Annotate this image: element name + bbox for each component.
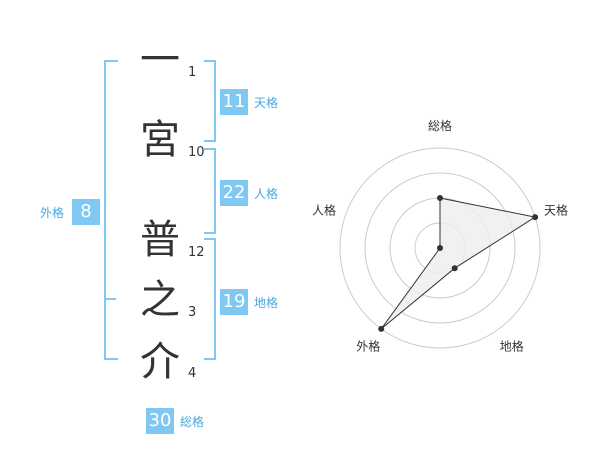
chikaku-bracket (204, 238, 216, 360)
radar-point-地格 (451, 265, 458, 272)
radar-points (378, 195, 539, 332)
stroke-count-5: 4 (188, 366, 197, 381)
jinkaku-value-box: 22 (220, 180, 248, 206)
name-char-1: 一 (140, 37, 180, 83)
gaikaku-bracket (104, 60, 118, 360)
radar-axis-label: 外格 (356, 339, 380, 354)
radar-axis-label: 地格 (500, 339, 524, 354)
jinkaku-label: 人格 (254, 187, 279, 201)
name-char-3: 普 (140, 217, 180, 263)
soukaku-label: 総格 (180, 415, 205, 429)
stroke-count-2: 10 (188, 145, 205, 160)
radar-point-人格 (437, 245, 443, 251)
radar-axis-label: 総格 (428, 118, 452, 133)
radar-axis-label: 天格 (544, 202, 568, 217)
chikaku-value-box: 19 (220, 289, 248, 315)
gaikaku-bracket-divider (104, 298, 116, 300)
gaikaku-label: 外格 (40, 206, 65, 220)
soukaku-value-box: 30 (146, 408, 174, 434)
tenkaku-bracket (204, 60, 216, 142)
tenkaku-label: 天格 (254, 96, 279, 110)
gaikaku-value-box: 8 (72, 199, 100, 225)
radar-point-総格 (437, 195, 443, 201)
name-char-5: 介 (140, 339, 180, 385)
stroke-count-4: 3 (188, 305, 197, 320)
radar-ring (364, 172, 516, 324)
radar-point-天格 (532, 214, 539, 221)
stroke-count-3: 12 (188, 245, 205, 260)
stroke-count-1: 1 (188, 65, 197, 80)
chikaku-label: 地格 (254, 296, 279, 310)
radar-ring (339, 147, 541, 349)
name-char-4: 之 (140, 277, 180, 323)
name-char-2: 宮 (140, 117, 180, 163)
radar-axis-label: 人格 (312, 202, 336, 217)
jinkaku-bracket (204, 148, 216, 234)
radar-area (380, 197, 537, 330)
radar-point-外格 (378, 325, 385, 332)
tenkaku-value-box: 11 (220, 89, 248, 115)
